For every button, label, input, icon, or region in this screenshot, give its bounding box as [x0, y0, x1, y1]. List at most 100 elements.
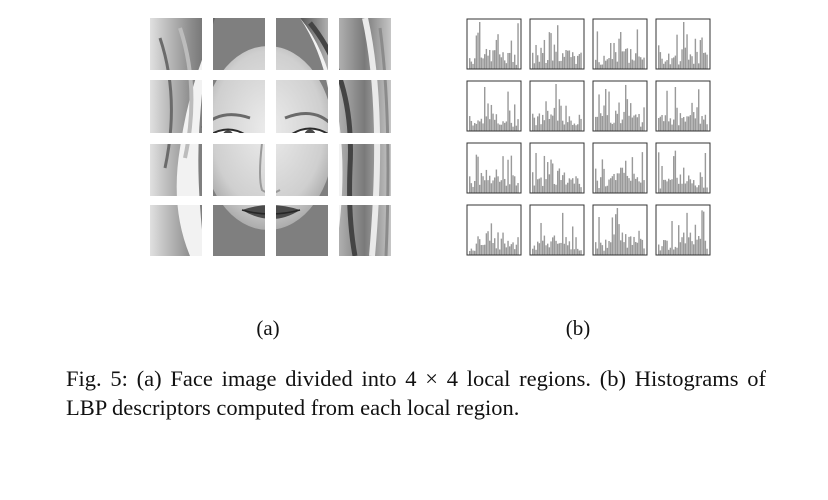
histogram-bar	[671, 58, 673, 69]
histogram-bar	[683, 117, 685, 131]
histogram-bar	[507, 240, 509, 255]
histogram-bar	[538, 61, 541, 69]
histogram-bar	[618, 102, 620, 131]
histogram-bar	[684, 121, 687, 131]
histogram-bar	[552, 60, 554, 69]
histogram-bar	[673, 57, 675, 69]
histogram-bar	[704, 114, 707, 131]
histogram-bar	[580, 250, 582, 255]
histogram-bar	[482, 123, 484, 131]
histogram-bar	[635, 114, 637, 131]
histogram-bar	[550, 114, 552, 131]
histogram-bar	[706, 54, 708, 69]
histogram-bar	[567, 50, 569, 69]
histogram-bar	[568, 241, 571, 255]
histogram-bar	[555, 51, 557, 69]
histogram-bar	[548, 174, 551, 193]
histogram-bar	[661, 165, 663, 193]
histogram-bar	[495, 169, 498, 193]
histogram-bar	[608, 91, 610, 131]
histogram-bar	[575, 63, 577, 69]
histogram-bar	[497, 176, 499, 193]
histogram-bar	[666, 240, 668, 255]
histogram-bar	[689, 179, 692, 193]
histogram-bar	[565, 184, 567, 193]
histogram-bar	[606, 115, 609, 131]
histogram-bar	[686, 181, 688, 193]
histogram-thumbnail	[592, 18, 648, 70]
histogram-bar	[542, 185, 544, 193]
histogram-bar	[603, 168, 605, 193]
face-image-grid	[150, 18, 391, 256]
histogram-bar	[499, 124, 501, 131]
histogram-bar	[611, 123, 614, 131]
histogram-bar	[472, 250, 474, 255]
histogram-bar	[666, 60, 668, 69]
histogram-bar	[470, 248, 473, 255]
histogram-bar	[679, 113, 682, 131]
histogram-bar	[509, 52, 511, 69]
histogram-bar	[671, 124, 673, 131]
histogram-bar	[664, 115, 667, 131]
histogram-bar	[638, 113, 640, 131]
histogram-bar	[613, 122, 615, 131]
histogram-bar	[676, 177, 678, 193]
histogram-bar	[671, 221, 673, 255]
histogram-bar	[684, 47, 687, 69]
histogram-bar	[517, 183, 519, 193]
histogram-bar	[502, 232, 504, 255]
histogram-bar	[469, 250, 471, 255]
histogram-bar	[638, 181, 640, 193]
histogram-thumbnail	[529, 18, 585, 70]
histogram-bar	[517, 23, 519, 69]
histogram-frame	[466, 204, 522, 256]
histogram-bar	[598, 62, 600, 69]
histogram-bar	[489, 240, 491, 255]
histogram-bar	[477, 32, 479, 69]
histogram-bar	[557, 120, 559, 131]
histogram-bar	[578, 54, 581, 69]
histogram-bar	[502, 52, 504, 69]
histogram-bar	[550, 159, 552, 193]
histogram-bar	[615, 180, 617, 193]
histogram-bar	[703, 119, 705, 131]
histogram-bar	[532, 52, 534, 69]
histogram-bar	[635, 53, 637, 69]
histogram-bar	[635, 241, 637, 255]
histogram-bar	[504, 243, 506, 255]
histogram-bar	[643, 248, 645, 255]
histogram-bar	[555, 240, 557, 255]
histogram-bar	[509, 110, 511, 131]
histogram-bar	[490, 183, 493, 193]
histogram-bar	[598, 217, 600, 255]
histogram-bar	[499, 181, 501, 193]
histogram-bar	[538, 178, 541, 193]
histogram-bar	[671, 179, 673, 193]
histogram-bar	[615, 214, 617, 255]
histogram-bar	[552, 115, 554, 131]
histogram-bar	[664, 61, 667, 69]
histogram-frame	[655, 18, 711, 70]
histogram-bar	[557, 243, 559, 255]
histogram-bar	[679, 174, 682, 193]
histogram-bar	[512, 175, 514, 193]
histogram-bar	[510, 122, 513, 131]
histogram-bar	[615, 52, 617, 69]
histogram-bar	[628, 62, 630, 69]
histogram-bar	[636, 242, 639, 255]
histogram-thumbnail	[592, 80, 648, 132]
histogram-bar	[575, 176, 577, 193]
histogram-bar	[552, 163, 554, 193]
histogram-bar	[497, 232, 499, 255]
histogram-bar	[630, 180, 632, 193]
histogram-bar	[577, 178, 579, 193]
histogram-bar	[547, 60, 549, 69]
histogram-bar	[704, 153, 707, 193]
histogram-bar	[686, 116, 688, 131]
histogram-bar	[570, 179, 572, 193]
histogram-bar	[563, 243, 566, 255]
histogram-bar	[618, 173, 620, 193]
histogram-bar	[613, 234, 615, 255]
histogram-bar	[474, 123, 476, 131]
histogram-bar	[477, 156, 479, 193]
